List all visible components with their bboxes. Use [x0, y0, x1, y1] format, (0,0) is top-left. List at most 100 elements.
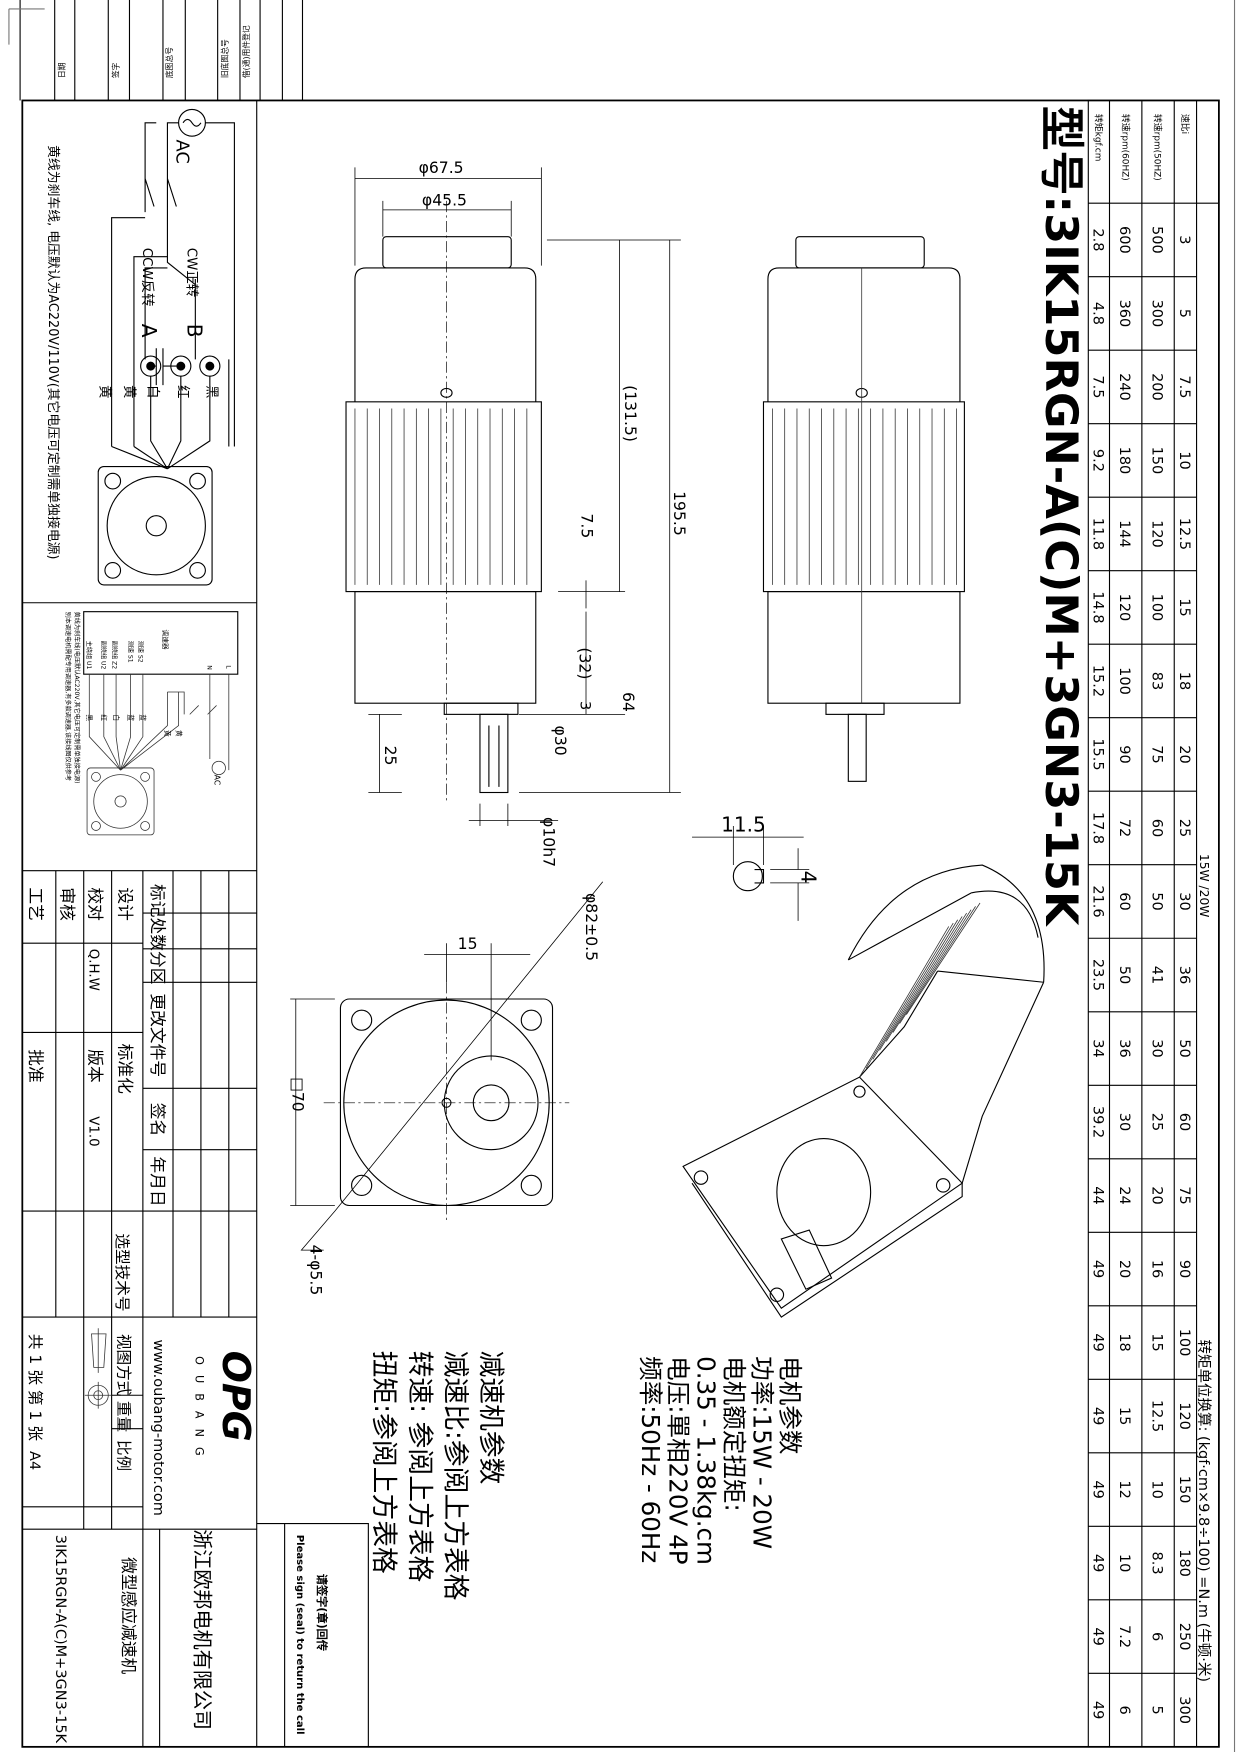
controller-label: 调速器 — [161, 630, 170, 650]
logo-subtitle: OUBANG — [192, 1356, 205, 1466]
label-approve: 批准 — [26, 1049, 46, 1082]
label-scale: 比例 — [114, 1440, 132, 1471]
sign-request-cn: 请签字(章)回传 — [315, 1574, 329, 1651]
paper-size: A4 — [26, 1451, 42, 1470]
table-cell: 41 — [1148, 966, 1164, 984]
label-weight: 重量 — [114, 1401, 132, 1432]
wire-color-label: 黑 — [85, 714, 93, 721]
table-cell: 2.8 — [1089, 228, 1105, 251]
dim-key-width: 11.5 — [721, 813, 766, 837]
motor-param-line: 电机额定扭矩: — [720, 1356, 749, 1512]
table-cell: 21.6 — [1089, 885, 1105, 917]
register-label: 借(通)用件登记 — [241, 25, 251, 78]
table-cell: 200 — [1148, 373, 1164, 401]
wire-color-label: 黄 — [121, 385, 137, 398]
table-row-label: 转矩kgf.cm — [1093, 114, 1105, 162]
label-count: 处数 — [148, 918, 168, 952]
table-cell: 5 — [1148, 1705, 1164, 1714]
table-cell: 12.5 — [1176, 518, 1192, 550]
label-version: 版本 — [85, 1049, 105, 1083]
cooling-fin — [899, 906, 976, 1024]
label-view-method: 视图方式 — [114, 1334, 132, 1397]
table-cell: 60 — [1176, 1113, 1192, 1131]
projection-symbol-icon — [84, 1328, 112, 1409]
label-check: 校对 — [85, 887, 105, 921]
gear-param-line: 减速比:参阅上方表格 — [439, 1351, 470, 1601]
table-cell: 8.3 — [1148, 1552, 1164, 1575]
wiring-note: 黄线为刹车线, 电压默认为AC220V/110V(其它电压可定制需单独接电源) — [45, 145, 61, 559]
table-cell: 10 — [1148, 1480, 1164, 1498]
table-cell: 75 — [1148, 745, 1164, 763]
table-cell: 36 — [1176, 966, 1192, 984]
table-cell: 600 — [1116, 226, 1132, 254]
table-cell: 90 — [1176, 1260, 1192, 1278]
wire-color-label: 白 — [144, 385, 160, 398]
ac-label: AC — [171, 140, 192, 164]
wire-color-label: 红 — [175, 385, 191, 398]
table-cell: 30 — [1176, 892, 1192, 910]
table-cell: 17.8 — [1089, 812, 1105, 844]
table-cell: 72 — [1116, 819, 1132, 837]
terminal-label: 副绕组 Z2 — [111, 641, 119, 670]
cooling-fin — [885, 912, 967, 1042]
motor-param-line: 功率:15W - 20W — [747, 1356, 776, 1549]
terminal-label: L — [225, 665, 232, 669]
dim-diameter-30: φ30 — [551, 726, 569, 756]
gear-params-heading: 减速机参数 — [475, 1351, 506, 1485]
table-cell: 5 — [1176, 309, 1192, 318]
model-title: 型号:3IK15RGN-A(C)M+3GN3-15K — [1035, 106, 1087, 927]
wiring-diagram-2: 调速器 测速 S2 测速 S1 副绕组 Z2 副绕组 U2 主绕组 U1 L N… — [64, 611, 239, 836]
table-cell: 30 — [1148, 1039, 1164, 1057]
flange-view: 15 φ82±0.5 □70 4-φ5.5 — [288, 881, 604, 1295]
motor-param-line: 电压:單相220V 4P — [664, 1356, 693, 1564]
table-cell: 75 — [1176, 1186, 1192, 1204]
table-cell: 25 — [1148, 1113, 1164, 1131]
table-cell: 90 — [1116, 745, 1132, 763]
dim-diameter-45: φ45.5 — [422, 191, 467, 209]
terminal-label: 测速 S2 — [136, 641, 144, 663]
register-label: 日期 — [58, 62, 67, 78]
cooling-fin — [865, 922, 954, 1069]
dim-shaft-diameter: φ10h7 — [540, 817, 558, 867]
table-cell: 36 — [1116, 1039, 1132, 1057]
table-cell: 49 — [1089, 1701, 1105, 1719]
table-cell: 44 — [1089, 1186, 1105, 1204]
label-change-doc: 更改文件号 — [148, 993, 168, 1077]
table-cell: 15 — [1116, 1407, 1132, 1425]
title-block: 标记 处数 分区 更改文件号 签名 年月日 设计 校对 Q.H.W 审核 工艺 … — [22, 870, 369, 1747]
terminal-label: 主绕组 U1 — [85, 641, 93, 670]
table-cell: 14.8 — [1089, 591, 1105, 623]
table-cell: 49 — [1089, 1260, 1105, 1278]
table-cell: 23.5 — [1089, 959, 1105, 991]
product-name: 微型感应减速机 — [119, 1557, 139, 1674]
spec-table: 转矩kgf.cm2.84.87.59.211.814.815.215.517.8… — [1087, 99, 1220, 1748]
wire-color-label: 黑 — [204, 385, 219, 398]
table-cell: 39.2 — [1089, 1106, 1105, 1138]
dim-key-height: 4 — [796, 871, 820, 884]
cooling-fin — [879, 916, 963, 1051]
table-cell: 15 — [1176, 598, 1192, 616]
motor-param-line: 0.35 - 1.38kg.cm — [692, 1356, 721, 1565]
table-cell: 10 — [1176, 451, 1192, 469]
wire-color-label: 白 — [112, 714, 121, 721]
table-cell: 16 — [1148, 1260, 1164, 1278]
table-cell: 15.2 — [1089, 665, 1105, 697]
table-cell: 20 — [1116, 1260, 1132, 1278]
table-cell: 120 — [1148, 520, 1164, 548]
dim-length-32: (32) — [575, 647, 593, 679]
label-standard: 标准化 — [115, 1044, 135, 1094]
table-cell: 60 — [1148, 819, 1164, 837]
wiring-note: 别本调速电机需配专用调速器,有多款调速器,该接线图仅供参考 — [64, 612, 72, 781]
label-process: 工艺 — [26, 887, 46, 920]
table-cell: 49 — [1089, 1333, 1105, 1351]
motor-parameters: 电机参数 功率:15W - 20W 电机额定扭矩: 0.35 - 1.38kg.… — [636, 1356, 805, 1565]
table-cell: 24 — [1116, 1186, 1132, 1204]
table-cell: 100 — [1116, 667, 1132, 695]
table-cell: 120 — [1116, 594, 1132, 622]
corner-mark — [8, 8, 45, 45]
website-link[interactable]: www.oubang-motor.com — [150, 1339, 166, 1515]
sheet-count: 共 1 张 第 1 张 — [26, 1334, 44, 1441]
register-label: 底图总号 — [164, 47, 174, 78]
table-cell: 7.5 — [1176, 375, 1192, 398]
table-cell: 240 — [1116, 373, 1132, 401]
